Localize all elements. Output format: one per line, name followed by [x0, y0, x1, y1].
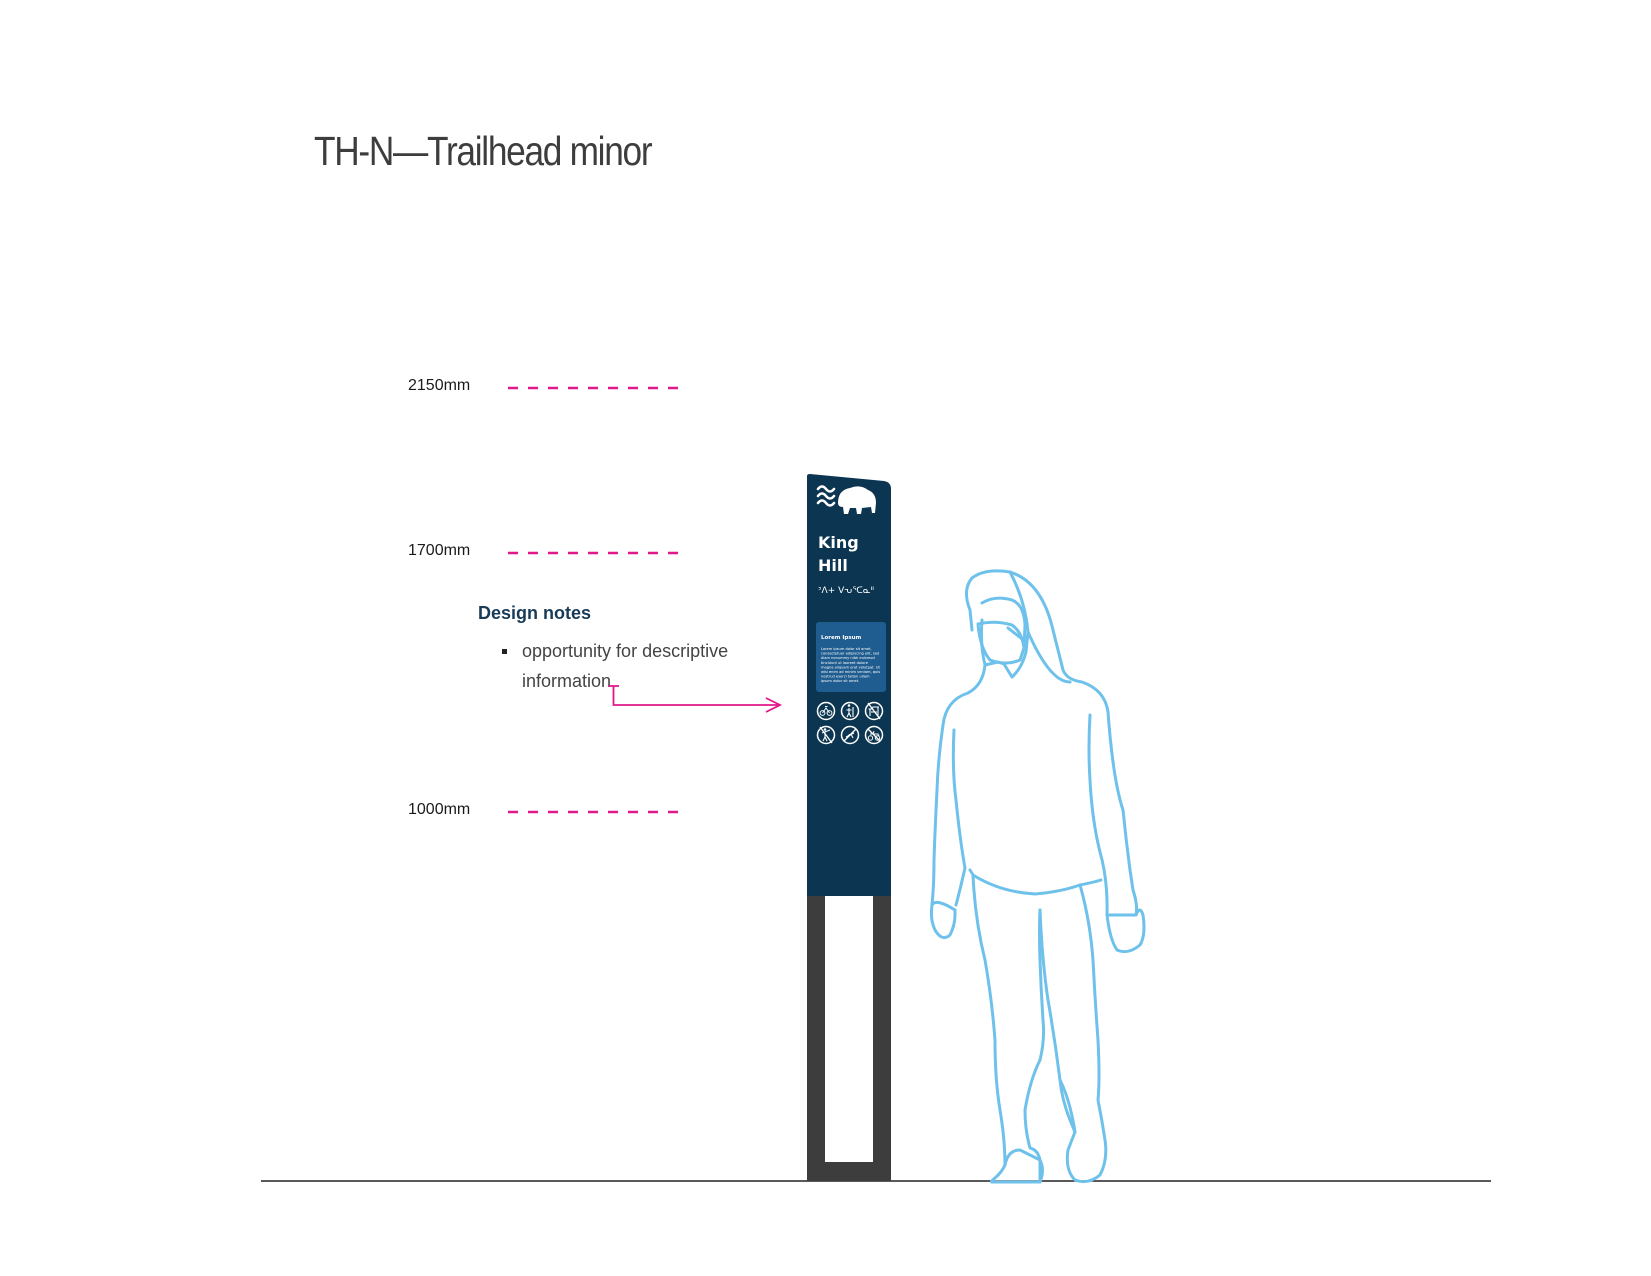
human-figure-outline	[929, 569, 1146, 1184]
no-atv-icon	[864, 725, 884, 745]
info-panel-body-line: magna aliquam erat volutpat. Ut	[821, 665, 880, 669]
sign-name-line2: Hill	[818, 556, 848, 575]
no-hunting-icon	[816, 725, 836, 745]
info-panel-body-line: Lorem ipsum dolor sit amet,	[821, 647, 872, 651]
dog-icon	[864, 701, 884, 721]
sign-name-line1: King	[818, 533, 859, 552]
design-notes-list: opportunity for descriptive information	[500, 636, 790, 696]
info-panel-body-line: nostrud exerci tation ullam	[821, 675, 870, 679]
sign-post	[807, 896, 891, 1181]
info-panel	[816, 622, 886, 692]
bicycle-icon	[816, 701, 836, 721]
waves-icon	[816, 485, 836, 507]
hiker-icon	[840, 701, 860, 721]
design-notes-heading: Design notes	[478, 603, 592, 623]
height-label-2150: 2150mm	[408, 377, 471, 394]
no-fire-icon	[840, 725, 860, 745]
info-panel-body-line: consectetuer adipiscing elit, sed	[821, 652, 879, 656]
callout-arrow	[608, 685, 783, 713]
pictogram-grid	[816, 701, 884, 745]
info-panel-body: Lorem ipsum dolor sit amet,consectetuer …	[821, 647, 880, 683]
page-title: TH-N—Trailhead minor	[314, 128, 653, 174]
info-panel-body-line: diam nonummy nibh euismod	[821, 656, 875, 660]
sign-syllabics: ᐣᐱ+ ᐯᕃᕐᑕᓇᐦ	[818, 586, 874, 596]
info-panel-body-line: wisi enim ad minim veniam, quis	[821, 670, 880, 674]
height-label-1000: 1000mm	[408, 801, 471, 818]
info-panel-body-line: ipsum dolor sit amet.	[821, 679, 859, 683]
bison-icon	[838, 486, 876, 514]
info-panel-heading: Lorem Ipsum	[821, 635, 862, 641]
height-label-1700: 1700mm	[408, 542, 471, 559]
design-note-item: opportunity for descriptive information	[500, 636, 790, 696]
info-panel-body-line: tincidunt ut laoreet dolore	[821, 661, 869, 665]
